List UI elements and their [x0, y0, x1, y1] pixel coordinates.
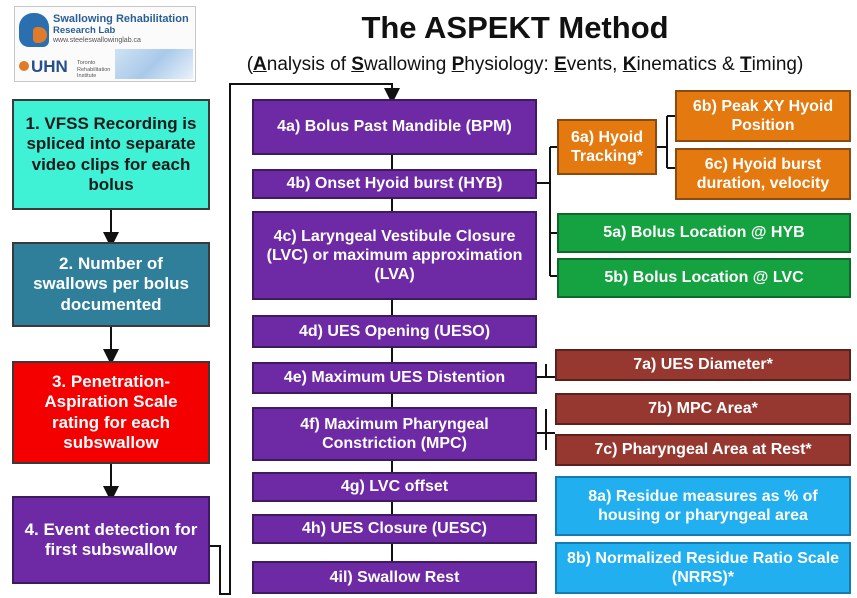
hyoid-tracking-box: 6a) Hyoid Tracking* [557, 119, 657, 175]
subtitle-text: hysiology: [464, 54, 555, 75]
event-4i-box: 4il) Swallow Rest [252, 561, 537, 594]
event-4e-box: 4e) Maximum UES Distention [252, 362, 537, 394]
logo-lab-subname: Research Lab [53, 25, 116, 36]
event-4f-label: 4f) Maximum Pharyngeal Constriction (MPC… [300, 415, 489, 452]
event-4g-label: 4g) LVC offset [340, 478, 449, 496]
step-1-label: 1. VFSS Recording is spliced into separa… [25, 113, 197, 194]
peak-xy-box: 6b) Peak XY Hyoid Position [675, 90, 851, 142]
event-4d-box: 4d) UES Opening (UESO) [252, 315, 537, 348]
step-4-box: 4. Event detection for first subswallow [12, 496, 210, 584]
event-4c-label: 4c) Laryngeal Vestibule Closure (LVC) or… [266, 227, 523, 284]
event-4a-box: 4a) Bolus Past Mandible (BPM) [252, 99, 537, 155]
subtitle-text: vents, [566, 54, 623, 75]
step-3-box: 3. Penetration-Aspiration Scale rating f… [12, 361, 210, 464]
logo-url: www.steeleswallowinglab.ca [53, 37, 141, 44]
logo-lab-name: Swallowing Rehabilitation [53, 13, 189, 25]
pharyngeal-rest-label: 7c) Pharyngeal Area at Rest* [594, 441, 812, 459]
bolus-hyb-label: 5a) Bolus Location @ HYB [603, 224, 805, 242]
residue-measures-label: 8a) Residue measures as % of housing or … [588, 487, 818, 524]
event-4a-label: 4a) Bolus Past Mandible (BPM) [277, 118, 512, 136]
hyoid-burst-box: 6c) Hyoid burst duration, velocity [675, 148, 851, 200]
hyoid-tracking-label: 6a) Hyoid Tracking* [570, 128, 644, 165]
ues-diameter-label: 7a) UES Diameter* [633, 356, 773, 374]
bolus-lvc-label: 5b) Bolus Location @ LVC [604, 269, 804, 287]
subtitle-text: nalysis of [266, 54, 352, 75]
arrow-4-to-events [210, 83, 400, 595]
step-4-label: 4. Event detection for first subswallow [24, 519, 198, 559]
step-1-box: 1. VFSS Recording is spliced into separa… [12, 99, 210, 210]
event-4b-label: 4b) Onset Hyoid burst (HYB) [286, 175, 503, 193]
event-4b-box: 4b) Onset Hyoid burst (HYB) [252, 169, 537, 199]
uhn-tagline: Toronto Rehabilitation Institute [77, 60, 111, 80]
subtitle-text: wallowing [363, 54, 452, 75]
nrrs-label: 8b) Normalized Residue Ratio Scale (NRRS… [566, 549, 840, 586]
subtitle-text: ( [246, 54, 254, 75]
step-2-label: 2. Number of swallows per bolus document… [33, 253, 189, 314]
head-profile-icon [19, 13, 49, 47]
step-3-label: 3. Penetration-Aspiration Scale rating f… [44, 371, 178, 452]
step-2-box: 2. Number of swallows per bolus document… [12, 242, 210, 327]
event-4c-box: 4c) Laryngeal Vestibule Closure (LVC) or… [252, 211, 537, 300]
mpc-area-box: 7b) MPC Area* [555, 393, 851, 425]
page-subtitle: (Analysis of Swallowing Physiology: Even… [200, 54, 850, 76]
uhn-logo: UHN [19, 57, 68, 77]
event-4i-label: 4il) Swallow Rest [329, 568, 460, 586]
event-4h-box: 4h) UES Closure (UESC) [252, 514, 537, 544]
event-4f-box: 4f) Maximum Pharyngeal Constriction (MPC… [252, 407, 537, 461]
logo-banner-graphic [115, 49, 193, 79]
page-title: The ASPEKT Method [361, 10, 669, 45]
subtitle-acronym-letter: K [622, 54, 637, 75]
subtitle-text: iming) [751, 54, 804, 75]
subtitle-acronym-letter: T [739, 54, 752, 75]
lab-logo: Swallowing Rehabilitation Research Lab w… [14, 6, 196, 82]
nrrs-box: 8b) Normalized Residue Ratio Scale (NRRS… [555, 542, 851, 594]
subtitle-acronym-letter: A [253, 54, 267, 75]
event-4e-label: 4e) Maximum UES Distention [283, 369, 506, 387]
ues-diameter-box: 7a) UES Diameter* [555, 349, 851, 381]
peak-xy-label: 6b) Peak XY Hyoid Position [692, 97, 834, 134]
event-4h-label: 4h) UES Closure (UESC) [302, 520, 487, 538]
hyoid-burst-label: 6c) Hyoid burst duration, velocity [696, 155, 830, 192]
event-4g-box: 4g) LVC offset [252, 472, 537, 502]
subtitle-text: inematics & [636, 54, 740, 75]
mpc-area-label: 7b) MPC Area* [648, 400, 758, 418]
subtitle-acronym-letter: E [554, 54, 567, 75]
residue-measures-box: 8a) Residue measures as % of housing or … [555, 476, 851, 536]
bolus-lvc-box: 5b) Bolus Location @ LVC [557, 258, 851, 298]
event-4d-label: 4d) UES Opening (UESO) [298, 322, 491, 340]
subtitle-acronym-letter: P [451, 54, 465, 75]
subtitle-acronym-letter: S [351, 54, 364, 75]
bolus-hyb-box: 5a) Bolus Location @ HYB [557, 213, 851, 253]
pharyngeal-rest-box: 7c) Pharyngeal Area at Rest* [555, 434, 851, 466]
